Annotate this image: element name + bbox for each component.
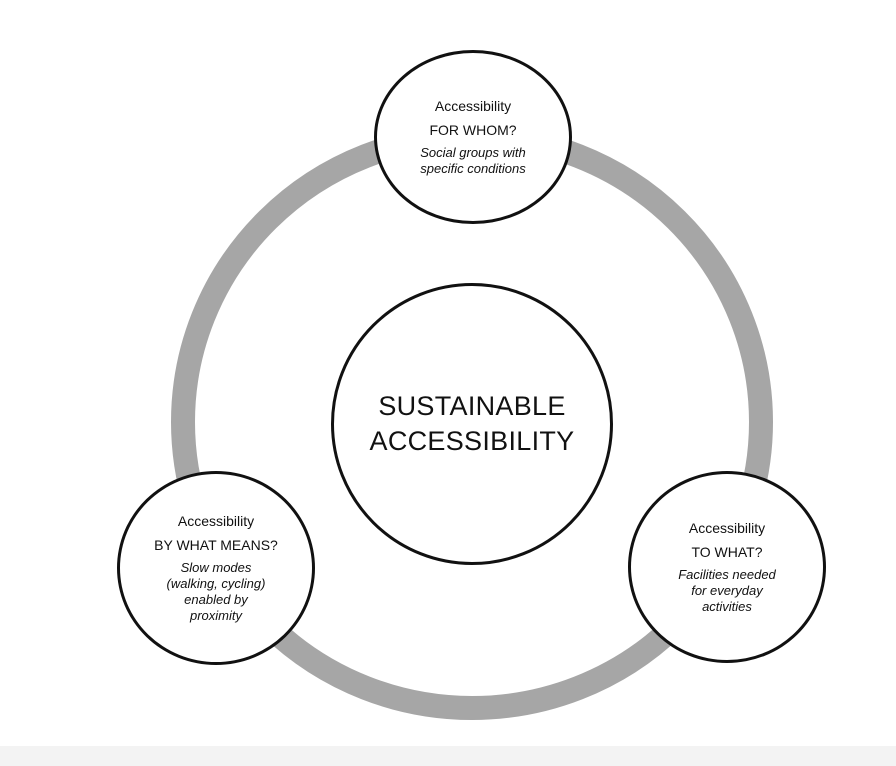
node-by-what-means-label: Accessibility: [177, 512, 255, 529]
node-by-what-means-description: Slow modes (walking, cycling) enabled by…: [167, 560, 266, 624]
desc-line: (walking, cycling): [166, 575, 266, 591]
node-by-what-means: Accessibility BY WHAT MEANS? Slow modes …: [117, 471, 315, 665]
center-title-line-1: SUSTAINABLE: [378, 391, 566, 421]
node-for-whom: Accessibility FOR WHOM? Social groups wi…: [374, 50, 572, 224]
node-for-whom-question: FOR WHOM?: [429, 121, 517, 138]
node-to-what: Accessibility TO WHAT? Facilities needed…: [628, 471, 826, 663]
node-to-what-label: Accessibility: [688, 519, 766, 536]
node-for-whom-label: Accessibility: [434, 97, 512, 114]
desc-line: enabled by: [184, 591, 248, 607]
node-by-what-means-question: BY WHAT MEANS?: [154, 536, 278, 553]
desc-line: Facilities needed: [678, 566, 776, 582]
node-for-whom-description: Social groups with specific conditions: [420, 145, 526, 177]
bottom-background-strip: [0, 746, 896, 766]
center-node-sustainable-accessibility: SUSTAINABLE ACCESSIBILITY: [331, 283, 613, 565]
desc-line: proximity: [189, 607, 242, 623]
node-to-what-question: TO WHAT?: [691, 543, 763, 560]
desc-line: Slow modes: [180, 559, 252, 575]
desc-line: specific conditions: [420, 160, 526, 176]
desc-line: Social groups with: [420, 144, 526, 160]
node-to-what-description: Facilities needed for everyday activitie…: [678, 567, 776, 615]
center-title-line-2: ACCESSIBILITY: [369, 426, 575, 456]
desc-line: for everyday: [691, 582, 763, 598]
desc-line: activities: [702, 598, 752, 614]
